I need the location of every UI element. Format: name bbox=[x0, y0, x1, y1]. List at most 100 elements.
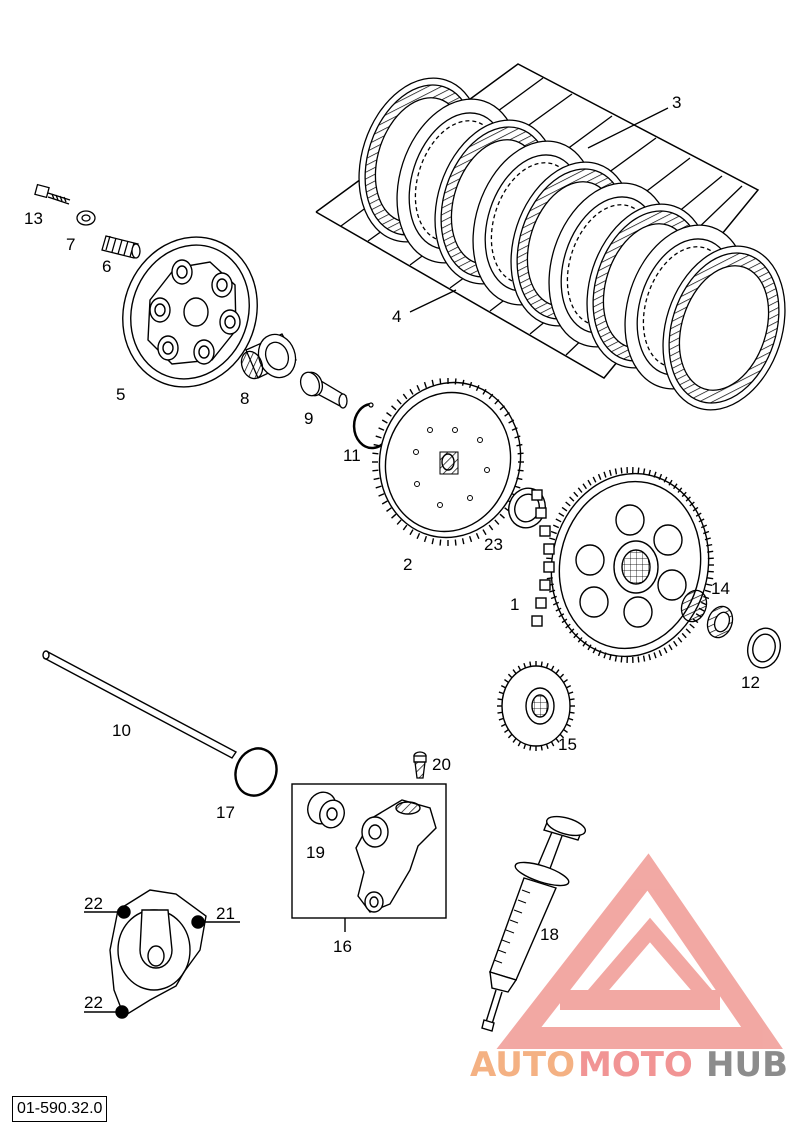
gear-tooth bbox=[545, 662, 549, 669]
clutch-cover bbox=[84, 889, 240, 1019]
gear-tooth bbox=[545, 743, 549, 750]
gear-tooth bbox=[540, 745, 543, 751]
callout-14: 14 bbox=[711, 579, 730, 598]
gear-tooth bbox=[587, 479, 592, 486]
small-gear bbox=[497, 661, 575, 751]
gear-tooth bbox=[653, 471, 657, 478]
basket-tooth bbox=[461, 379, 465, 386]
basket-tooth bbox=[454, 378, 457, 385]
gear-dog bbox=[531, 615, 543, 627]
gear-tooth bbox=[546, 577, 553, 580]
gear-tooth bbox=[695, 512, 702, 517]
gear-tooth bbox=[603, 471, 607, 478]
bleed-syringe bbox=[481, 815, 587, 1032]
gear-tooth bbox=[569, 711, 575, 714]
gear-tooth bbox=[707, 550, 714, 553]
needle-bearing bbox=[240, 333, 297, 380]
gear-tooth bbox=[497, 711, 503, 714]
callout-21: 21 bbox=[216, 904, 235, 923]
gear-tooth bbox=[558, 613, 565, 618]
gear-dog bbox=[543, 561, 555, 573]
gear-tooth bbox=[565, 501, 571, 507]
basket-tooth bbox=[439, 539, 442, 546]
gear-tooth bbox=[592, 476, 597, 483]
basket-tooth bbox=[391, 513, 397, 519]
gear-tooth bbox=[552, 524, 560, 529]
callout-1: 1 bbox=[510, 595, 519, 614]
gear-tooth bbox=[565, 684, 572, 689]
gear-tooth bbox=[642, 468, 646, 475]
gear-dog bbox=[535, 507, 547, 519]
gear-tooth bbox=[568, 691, 574, 695]
basket-tooth bbox=[468, 381, 473, 389]
gear-tooth bbox=[529, 661, 532, 667]
basket-tooth bbox=[514, 485, 521, 489]
gear-tooth bbox=[577, 637, 583, 643]
bleed-screw bbox=[413, 751, 427, 779]
callout-23: 23 bbox=[484, 535, 503, 554]
gear-washer bbox=[747, 627, 781, 669]
gear-tooth bbox=[507, 673, 513, 679]
callout-4: 4 bbox=[392, 307, 401, 326]
callout-17: 17 bbox=[216, 803, 235, 822]
gear-tooth bbox=[648, 654, 652, 661]
gear-tooth bbox=[592, 647, 597, 654]
basket-tooth bbox=[504, 412, 510, 417]
primary-gear bbox=[531, 467, 714, 663]
basket-tooth bbox=[423, 381, 428, 389]
gear-tooth bbox=[523, 743, 527, 750]
gear-tooth bbox=[677, 487, 683, 493]
callout-19: 19 bbox=[306, 843, 325, 862]
gear-tooth bbox=[555, 669, 560, 675]
gear-dog bbox=[539, 579, 551, 591]
basket-tooth bbox=[375, 435, 382, 439]
gear-tooth bbox=[549, 537, 556, 541]
basket-tooth bbox=[516, 443, 523, 447]
callout-3: 3 bbox=[672, 93, 681, 112]
gear-tooth bbox=[563, 678, 568, 684]
gear-tooth bbox=[573, 632, 579, 639]
basket-tooth bbox=[488, 393, 494, 400]
gear-tooth bbox=[569, 698, 575, 701]
gear-tooth bbox=[577, 487, 583, 493]
gear-tooth bbox=[550, 665, 555, 671]
basket-tooth bbox=[416, 532, 421, 540]
basket-tooth bbox=[402, 393, 408, 400]
basket-tooth bbox=[396, 519, 402, 525]
gear-tooth bbox=[637, 467, 640, 474]
basket-tooth bbox=[391, 405, 397, 411]
basket-tooth bbox=[482, 529, 487, 536]
basket-tooth bbox=[375, 485, 382, 489]
basket-tooth bbox=[516, 477, 523, 481]
basket-tooth bbox=[378, 493, 385, 497]
gear-tooth bbox=[561, 618, 568, 624]
gear-tooth bbox=[663, 647, 668, 654]
gear-tooth bbox=[497, 698, 503, 701]
callout-13: 13 bbox=[24, 209, 43, 228]
gear-tooth bbox=[681, 632, 687, 639]
basket-tooth bbox=[475, 384, 480, 392]
gear-tooth bbox=[517, 665, 522, 671]
basket-tooth bbox=[475, 532, 480, 540]
gear-tooth bbox=[700, 524, 708, 529]
basket-tooth bbox=[402, 524, 408, 531]
gear-tooth bbox=[517, 741, 522, 747]
basket-tooth bbox=[488, 524, 494, 531]
callout-8: 8 bbox=[240, 389, 249, 408]
gear-tooth bbox=[561, 506, 568, 512]
gear-tooth bbox=[620, 656, 623, 663]
gear-tooth bbox=[653, 652, 657, 659]
needle-bearing-pair bbox=[680, 589, 734, 639]
o-ring bbox=[234, 747, 278, 797]
gear-tooth bbox=[692, 506, 699, 512]
gear-tooth bbox=[568, 717, 574, 721]
watermark-mark bbox=[496, 853, 783, 1049]
gear-tooth bbox=[559, 733, 565, 739]
basket-tooth bbox=[416, 384, 421, 392]
gear-tooth bbox=[587, 644, 592, 651]
gear-tooth bbox=[668, 479, 673, 486]
callout-12: 12 bbox=[741, 673, 760, 692]
gear-tooth bbox=[569, 496, 575, 502]
gear-tooth bbox=[668, 644, 673, 651]
